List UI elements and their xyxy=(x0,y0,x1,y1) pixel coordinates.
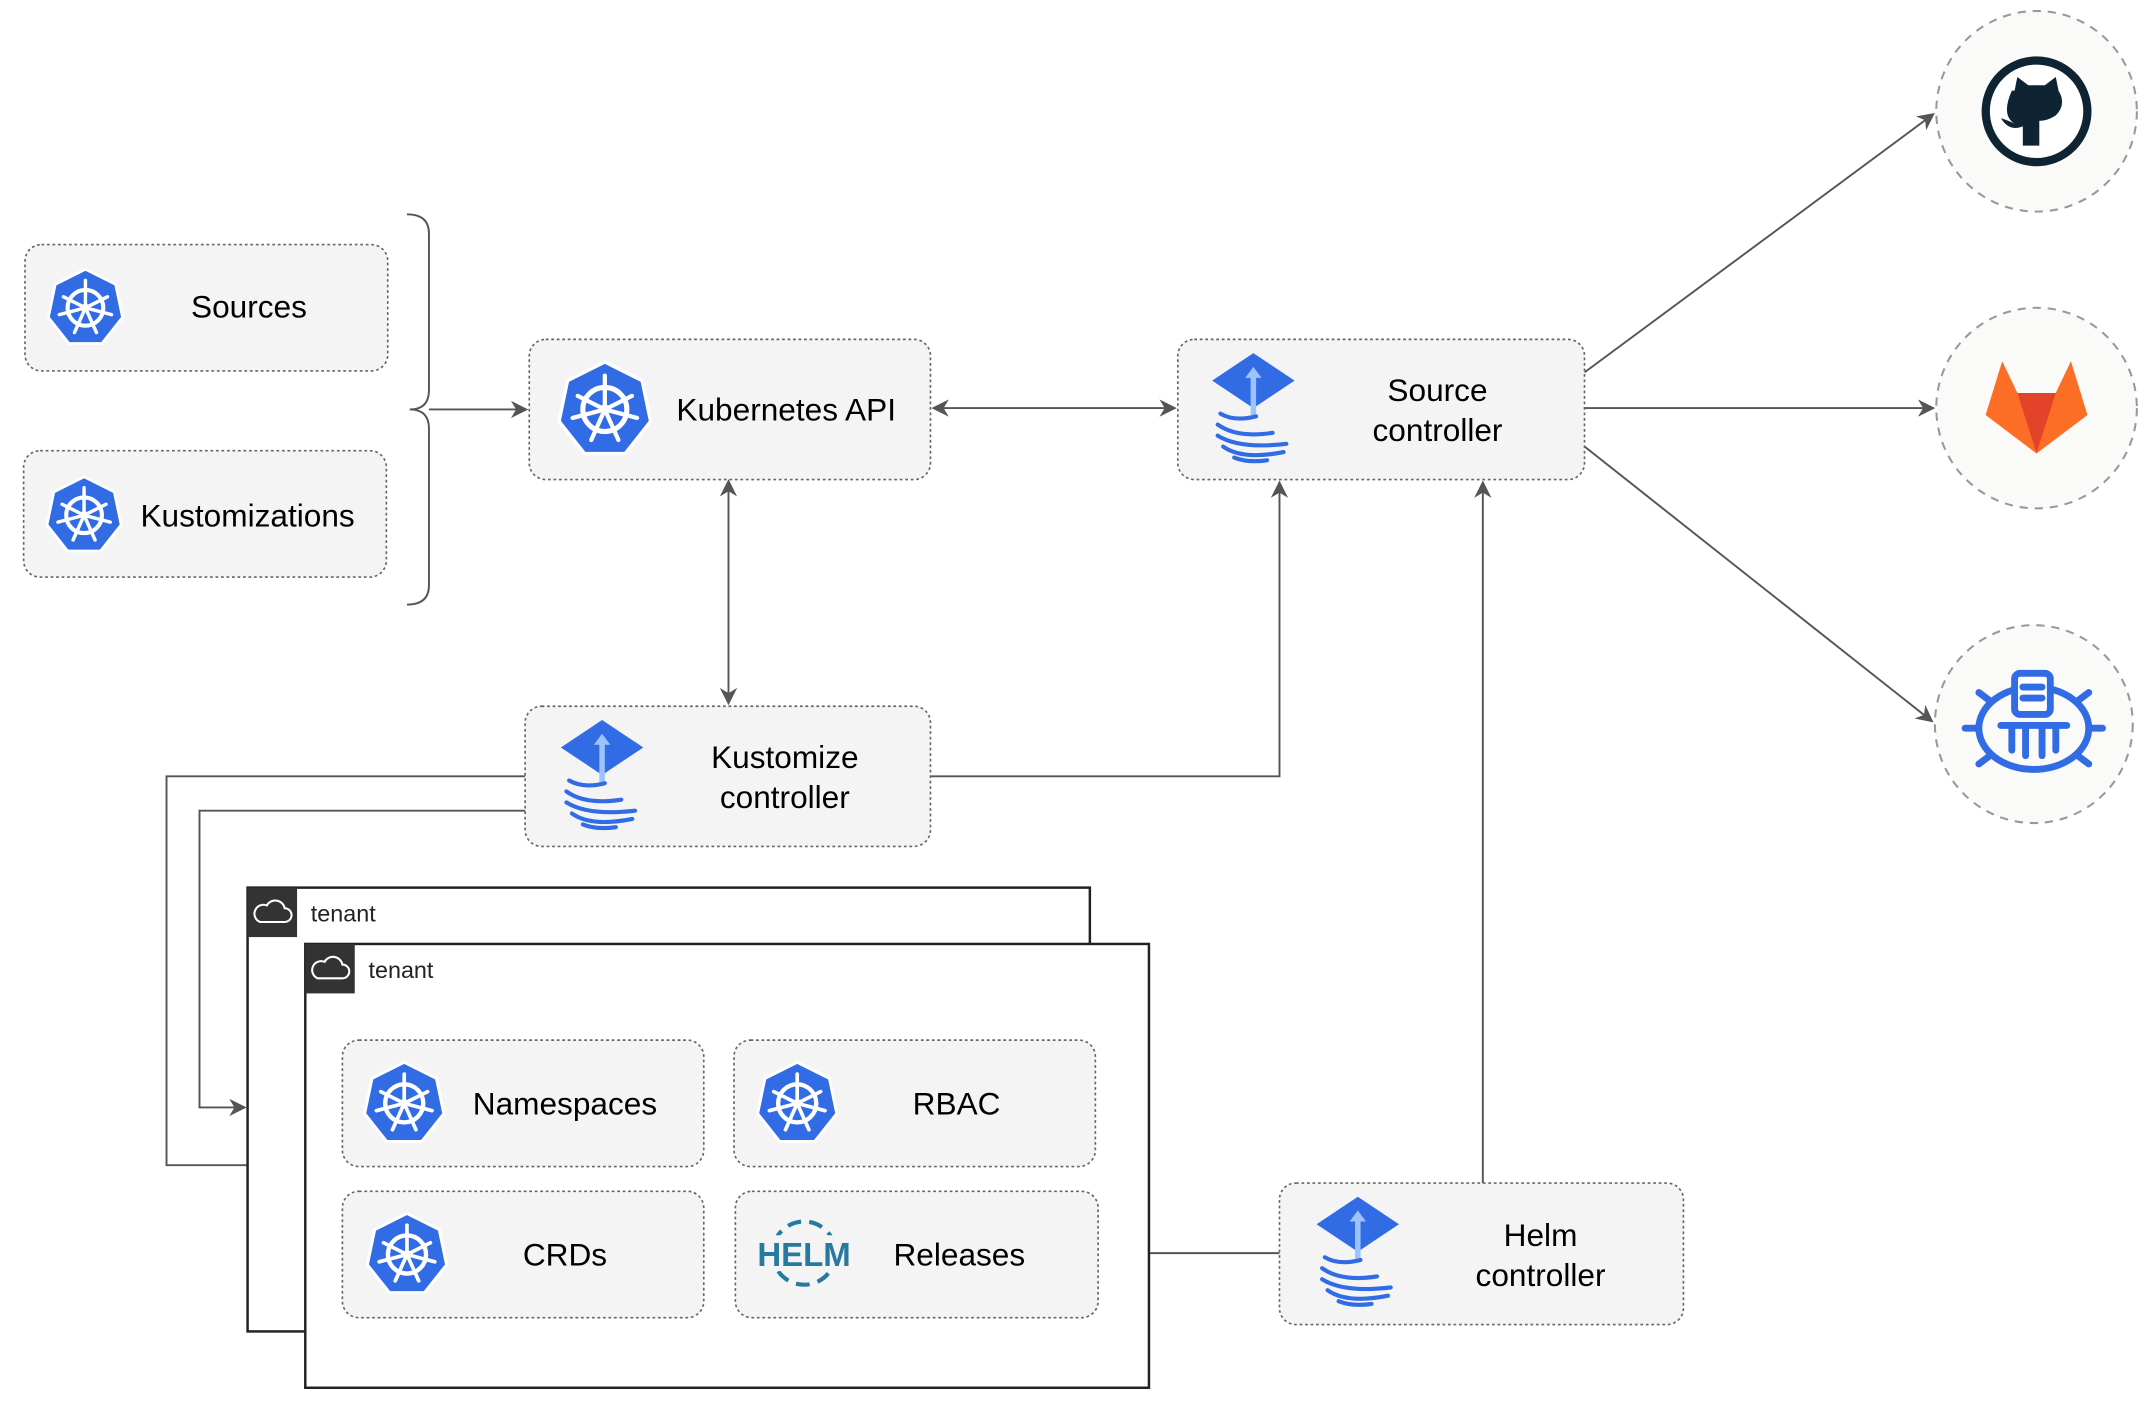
kustomizations-label: Kustomizations xyxy=(140,497,354,533)
cloud-icon xyxy=(253,899,293,924)
node-kustomizations[interactable]: Kustomizations xyxy=(22,449,388,578)
node-kustomize-controller[interactable]: Kustomize controller xyxy=(524,705,932,848)
helm-logo-text: HELM xyxy=(757,1236,850,1273)
source-controller-label-1: Source xyxy=(1387,372,1487,408)
gitlab-source[interactable] xyxy=(1935,306,2138,510)
node-releases[interactable]: HELM Releases xyxy=(734,1190,1099,1319)
helm-icon: HELM xyxy=(753,1219,855,1287)
github-source[interactable] xyxy=(1935,9,2138,213)
cloud-icon xyxy=(311,955,351,980)
node-namespaces[interactable]: Namespaces xyxy=(341,1039,705,1168)
kustomize-controller-label-2: controller xyxy=(720,779,850,815)
source-controller-label-2: controller xyxy=(1373,412,1503,448)
sources-label: Sources xyxy=(191,288,307,324)
helm-controller-label-2: controller xyxy=(1476,1257,1606,1293)
rbac-label: RBAC xyxy=(913,1085,1001,1121)
tenant-label: tenant xyxy=(311,901,376,927)
kubernetes-api-label: Kubernetes API xyxy=(676,391,896,427)
helm-controller-label-1: Helm xyxy=(1504,1217,1578,1253)
bucket-source[interactable] xyxy=(1933,624,2134,825)
releases-label: Releases xyxy=(893,1236,1025,1272)
gitlab-icon xyxy=(1985,361,2088,454)
node-kubernetes-api[interactable]: Kubernetes API xyxy=(528,338,932,481)
kustomize-controller-label-1: Kustomize xyxy=(711,739,858,775)
tenant-header-badge xyxy=(247,887,298,938)
kustomize-to-tenant-back-arrow xyxy=(198,809,526,1117)
kustomize-to-source-arrow xyxy=(930,480,1289,778)
crds-label: CRDs xyxy=(523,1236,607,1272)
github-icon xyxy=(1981,56,2092,167)
tenant-label: tenant xyxy=(369,957,434,983)
node-source-controller[interactable]: Source controller xyxy=(1176,338,1586,481)
node-rbac[interactable]: RBAC xyxy=(733,1039,1097,1168)
resources-brace xyxy=(406,213,430,606)
node-crds[interactable]: CRDs xyxy=(341,1190,705,1319)
source-to-bucket-arrow xyxy=(1583,445,1934,723)
kustomize-to-tenant-front-arrow xyxy=(165,775,526,1174)
tenant-header-badge xyxy=(305,943,355,994)
node-helm-controller[interactable]: Helm controller xyxy=(1278,1182,1685,1326)
namespaces-label: Namespaces xyxy=(473,1085,657,1121)
bucket-icon xyxy=(1961,669,2106,773)
source-to-github-arrow xyxy=(1583,113,1935,374)
connectors xyxy=(165,113,1936,1262)
node-sources[interactable]: Sources xyxy=(24,243,389,372)
